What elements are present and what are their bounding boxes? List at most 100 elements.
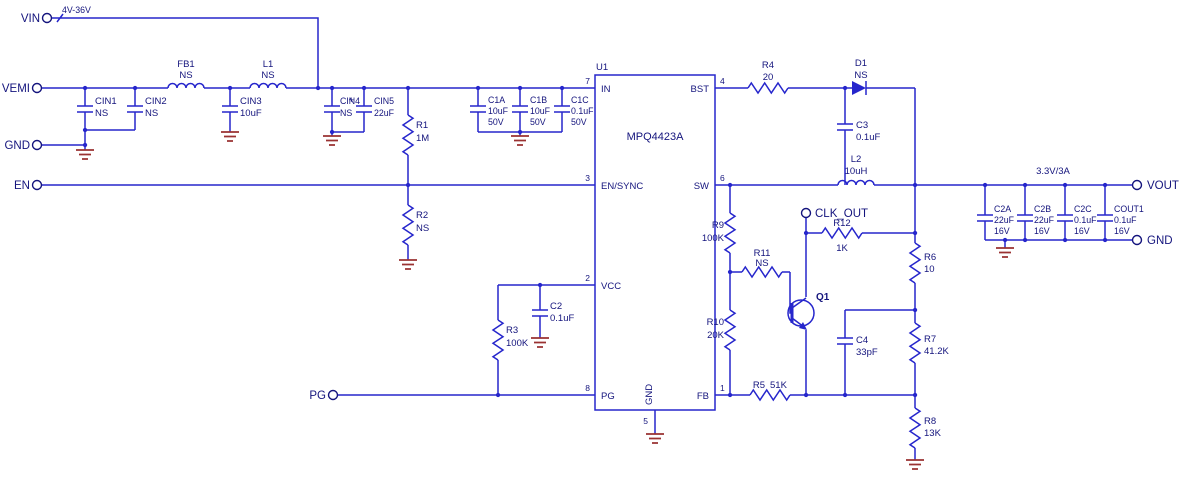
component-ref: R6 [924,252,936,263]
component-value: 13K [924,428,942,439]
component-value: NS [145,108,158,119]
terminal-circle [31,179,43,191]
component-ref: CIN1 [95,96,117,107]
terminal-circle [1131,234,1143,246]
capacitor-symbol [1016,214,1034,222]
component-ref: FB1 [177,59,194,70]
component-ref: C3 [856,120,868,131]
ic-part-number: MPQ4423A [627,131,685,143]
resistor-r6: R6 10 [909,242,936,284]
component-ref: C1C [571,95,589,105]
resistor-symbol [821,227,863,239]
terminal-label: EN [14,180,30,192]
capacitor-symbol [126,105,144,113]
capacitor-c2b: C2B 22uF 16V [1016,204,1055,236]
ground-icon [905,459,925,470]
capacitor-cin5: + CIN5 22uF [348,95,394,118]
pin-num-bst: 4 [720,76,725,86]
capacitor-symbol [553,105,571,113]
terminal-circle [31,139,43,151]
terminal-circle [327,389,339,401]
terminal-vin: VIN 4V-36V [21,5,91,25]
component-value: 22uF [1034,215,1055,225]
pin-name-bst: BST [691,84,710,95]
component-value: NS [340,108,352,118]
terminal-gnd-left: GND [4,139,43,152]
inductor-l2: L2 10uH [837,154,875,186]
resistor-r5: R5 51K [749,380,791,401]
component-value: 33pF [856,347,878,358]
terminal-en: EN [14,179,43,192]
resistor-r4: R4 20 [747,60,789,94]
component-value: 51K [770,380,788,391]
component-ref: R12 [833,218,850,229]
resistor-symbol [724,309,736,351]
component-value: 0.1uF [1114,215,1137,225]
component-value: 0.1uF [1074,215,1097,225]
component-value: 20 [763,72,774,83]
resistor-r2: R2 NS [402,204,429,246]
component-value: NS [261,70,274,81]
capacitor-symbol [511,105,529,113]
pin-num-in: 7 [585,76,590,86]
pin-name-en-sync: EN/SYNC [601,181,643,192]
capacitor-cout1: COUT1 0.1uF 16V [1096,204,1144,236]
terminal-label: PG [309,390,326,402]
component-value: 10uF [530,106,551,116]
component-ref: C2C [1074,204,1092,214]
ground-icon [75,149,95,160]
capacitor-cin4: CIN4 NS [323,96,360,118]
capacitor-c2: C2 0.1uF [531,301,574,324]
capacitor-c1c: C1C 0.1uF 50V [553,95,594,127]
component-ref: C1A [488,95,505,105]
terminal-circle [1131,179,1143,191]
resistor-symbol [749,389,791,401]
pin-num-gnd: 5 [643,416,648,426]
terminal-label: VIN [21,13,40,25]
component-rating: 16V [1074,226,1090,236]
component-ref: CIN5 [374,96,394,106]
vin-range-note: 4V-36V [62,5,91,15]
ground-icon [220,131,240,142]
capacitor-cin3: CIN3 10uF [221,96,262,119]
inductor-symbol [837,179,875,186]
resistor-r10: R10 20K [707,309,736,351]
pin-name-vcc: VCC [601,281,621,292]
component-value: 0.1uF [571,106,594,116]
component-ref: L2 [851,154,862,165]
terminal-circle [41,12,53,24]
ic-body [594,74,716,411]
resistor-r1: R1 1M [402,114,429,156]
component-value: 22uF [374,108,395,118]
component-rating: 16V [1114,226,1130,236]
capacitor-cin2: CIN2 NS [126,96,167,119]
terminal-label: CLK_OUT [815,208,868,220]
resistor-r11: R11 NS [741,248,783,278]
component-value: NS [179,70,192,81]
component-value: 20K [707,330,725,341]
component-ref: CIN3 [240,96,262,107]
terminal-gnd-right: GND [1131,234,1173,247]
component-value: 1K [836,243,848,254]
vout-rating-note: 3.3V/3A [1036,166,1070,177]
pin-name-in: IN [601,84,611,95]
pin-num-pg: 8 [585,383,590,393]
capacitor-c1a: C1A 10uF 50V [469,95,509,127]
component-value: 0.1uF [856,132,880,143]
capacitor-symbol [531,309,549,317]
component-ref: R3 [506,325,518,336]
component-ref: C4 [856,335,868,346]
terminal-clk-out: CLK_OUT [800,207,868,220]
terminal-label: GND [4,140,30,152]
resistor-symbol [402,114,414,156]
component-ref: R10 [707,317,724,328]
resistor-symbol [492,319,504,361]
component-ref: C1B [530,95,547,105]
transistor-q1: Q1 [787,292,830,330]
component-value: 100K [702,233,725,244]
terminal-circle [800,207,812,219]
component-ref: Q1 [816,292,830,303]
component-rating: 50V [530,117,546,127]
capacitor-symbol [976,214,994,222]
